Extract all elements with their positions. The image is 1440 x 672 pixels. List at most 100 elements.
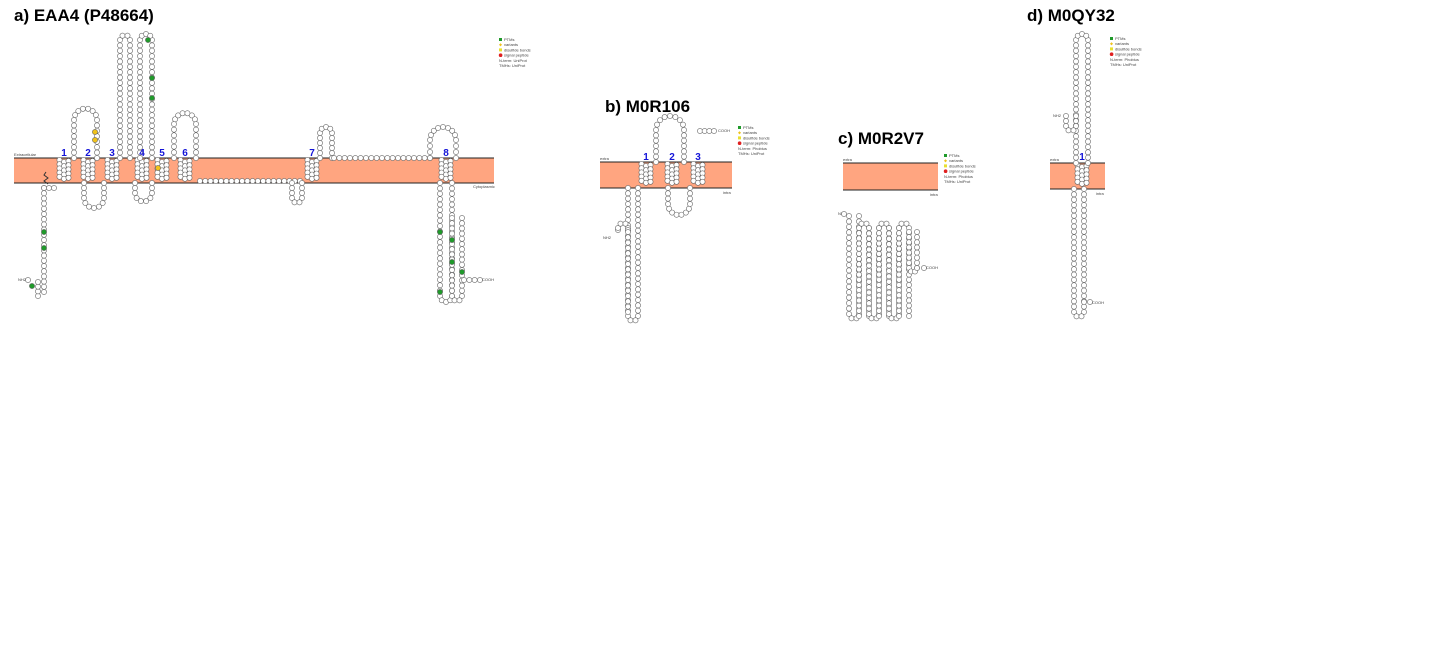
residue xyxy=(395,155,401,161)
legend-label: PTMs xyxy=(949,153,959,158)
residue xyxy=(117,80,123,86)
residue xyxy=(117,42,123,49)
residue xyxy=(29,283,35,289)
residue xyxy=(65,174,72,181)
residue xyxy=(1085,90,1091,97)
residue xyxy=(41,245,47,251)
residue xyxy=(459,230,465,237)
residue xyxy=(1063,113,1069,119)
residue xyxy=(1071,250,1077,257)
residue xyxy=(1073,138,1079,145)
residue xyxy=(866,262,872,269)
residue xyxy=(75,108,82,114)
legend-label: N-term: UniProt xyxy=(499,58,528,63)
residue xyxy=(1083,32,1090,39)
residue xyxy=(653,148,659,155)
residue xyxy=(625,266,631,273)
residue xyxy=(149,85,155,92)
residue xyxy=(149,47,155,54)
tm-number-label: 4 xyxy=(139,148,145,159)
residue xyxy=(856,245,862,252)
residue xyxy=(137,112,143,118)
residue xyxy=(405,155,412,161)
residue xyxy=(437,276,443,283)
residue xyxy=(896,235,902,242)
tm-number-label: 8 xyxy=(443,148,449,159)
extracellular-label: Extracellular xyxy=(14,152,37,157)
residue xyxy=(81,190,87,196)
residue xyxy=(416,155,423,161)
residue xyxy=(1085,149,1091,156)
residue xyxy=(653,132,659,139)
residue xyxy=(1085,58,1091,65)
residue xyxy=(89,108,96,114)
residue xyxy=(856,307,862,314)
residue xyxy=(437,217,443,224)
residue xyxy=(635,238,641,245)
residue xyxy=(149,69,155,76)
anchor-marker xyxy=(43,171,49,185)
residue xyxy=(906,302,912,309)
panel-d-title: d) M0QY32 xyxy=(1027,6,1115,25)
legend-label: signal peptide xyxy=(1115,52,1140,57)
residue xyxy=(71,133,77,140)
residue xyxy=(686,205,692,212)
residue xyxy=(625,250,631,257)
c-terminus-label: COOH xyxy=(1092,300,1104,305)
residue xyxy=(681,143,687,149)
residue xyxy=(445,125,451,131)
residue xyxy=(866,294,872,301)
residue xyxy=(449,287,455,294)
residue xyxy=(437,250,443,256)
residue xyxy=(846,218,852,225)
residue xyxy=(127,53,133,59)
residue xyxy=(1087,299,1093,305)
residue xyxy=(896,292,902,299)
residue xyxy=(72,112,79,118)
residue xyxy=(687,190,693,197)
residue xyxy=(876,225,882,231)
residue xyxy=(427,143,433,149)
residue xyxy=(687,185,693,191)
residue xyxy=(228,178,235,184)
residue xyxy=(81,185,87,191)
residue xyxy=(625,309,631,315)
legend-label: disulfide bonds xyxy=(1115,46,1142,51)
residue xyxy=(876,292,882,299)
residue xyxy=(41,268,47,275)
residue xyxy=(886,294,892,301)
residue xyxy=(329,140,335,146)
residue xyxy=(914,229,920,235)
residue xyxy=(625,185,631,191)
residue xyxy=(347,155,353,161)
residue xyxy=(149,133,155,140)
residue xyxy=(223,178,230,184)
residue xyxy=(456,297,463,304)
residue xyxy=(117,155,123,161)
residue xyxy=(635,259,641,266)
residue xyxy=(914,265,920,271)
residue xyxy=(137,139,143,145)
residue xyxy=(906,282,912,288)
residue xyxy=(1085,101,1091,108)
residue xyxy=(329,145,335,151)
residue xyxy=(617,220,624,227)
residue xyxy=(846,283,852,290)
residue xyxy=(137,198,144,204)
residue xyxy=(1081,293,1087,299)
residue xyxy=(896,240,902,247)
residue xyxy=(625,239,631,246)
legend-label: PTMs xyxy=(504,37,514,42)
residue xyxy=(127,144,133,151)
residue xyxy=(876,240,882,247)
residue xyxy=(449,207,455,213)
residue xyxy=(627,317,634,324)
residue xyxy=(906,292,912,299)
residue xyxy=(1071,266,1077,273)
residue xyxy=(421,155,428,161)
residue xyxy=(149,53,155,59)
residue xyxy=(218,178,224,184)
residue xyxy=(914,244,920,251)
extra-label: extra xyxy=(600,156,610,161)
residue xyxy=(117,53,123,59)
